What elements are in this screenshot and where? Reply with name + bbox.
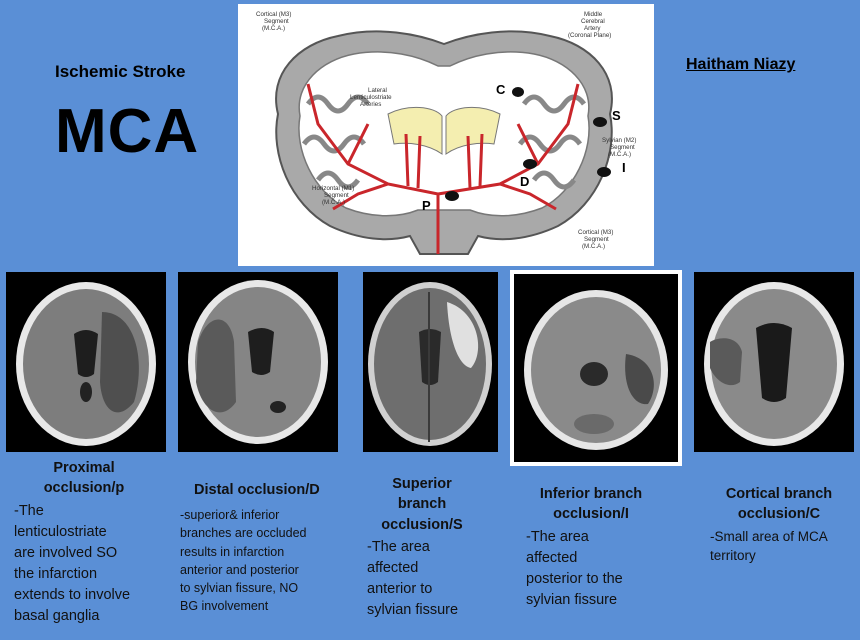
- scan-superior-branch-occlusion: [363, 272, 498, 452]
- column-cortical: Cortical branch occlusion/C -Small area …: [710, 484, 858, 566]
- column-body: -The area affected posterior to the sylv…: [526, 528, 623, 608]
- mca-arteries: [306, 83, 580, 254]
- scan-cortical-branch-occlusion: [694, 272, 854, 452]
- subtitle: Ischemic Stroke: [55, 62, 186, 81]
- column-body: -superior& inferior branches are occlude…: [180, 508, 307, 613]
- column-body: -The lenticulostriate are involved SO th…: [14, 502, 131, 624]
- mca-diagram-svg: C S D I P Cortical (M3) Segment (M.C.A.)…: [256, 11, 638, 255]
- scan-inferior-branch-occlusion: [510, 270, 682, 466]
- marker-c-letter: C: [496, 82, 506, 97]
- mca-coronal-diagram: C S D I P Cortical (M3) Segment (M.C.A.)…: [238, 4, 654, 266]
- column-heading: Inferior branch occlusion/I: [539, 486, 643, 523]
- marker-d-dot: [523, 159, 537, 169]
- label-cortical-m3-top: Cortical (M3) Segment (M.C.A.): [256, 11, 293, 32]
- scan-distal-occlusion: [178, 272, 338, 452]
- marker-c-dot: [512, 87, 524, 97]
- column-proximal: Proximal occlusion/p -The lenticulostria…: [14, 458, 174, 627]
- column-superior: Superior branch occlusion/S -The area af…: [367, 474, 497, 621]
- label-cortical-m3-bottom: Cortical (M3) Segment (M.C.A.): [578, 229, 615, 250]
- marker-i-dot: [597, 167, 611, 177]
- label-sylvian-m2: Sylvian (M2) Segment (M.C.A.): [602, 137, 638, 158]
- column-body: -The area affected anterior to sylvian f…: [367, 538, 459, 618]
- marker-s-letter: S: [612, 108, 621, 123]
- marker-s-dot: [593, 117, 607, 127]
- author-name: Haitham Niazy: [686, 56, 796, 73]
- gyri-left: [301, 94, 371, 190]
- column-heading: Proximal occlusion/p: [43, 460, 125, 497]
- column-distal: Distal occlusion/D -superior& inferior b…: [180, 480, 350, 615]
- label-lenticulostriate: Lateral Lenticulostriate Arteries: [350, 87, 393, 108]
- marker-d-letter: D: [520, 174, 529, 189]
- label-horizontal-m1: Horizontal (M1) Segment (M.C.A.): [312, 185, 356, 206]
- basal-ganglia: [387, 107, 501, 155]
- page-title: MCA: [55, 97, 200, 166]
- column-heading: Superior branch occlusion/S: [381, 476, 463, 533]
- column-body: -Small area of MCA territory: [710, 528, 828, 564]
- column-heading: Cortical branch occlusion/C: [725, 486, 833, 523]
- scan-proximal-occlusion: [6, 272, 166, 452]
- column-heading: Distal occlusion/D: [194, 482, 320, 498]
- marker-i-letter: I: [622, 160, 626, 175]
- column-inferior: Inferior branch occlusion/I -The area af…: [526, 484, 676, 611]
- label-mca-title: Middle Cerebral Artery (Coronal Plane): [568, 11, 611, 39]
- marker-p-letter: P: [422, 198, 431, 213]
- marker-p-dot: [445, 191, 459, 201]
